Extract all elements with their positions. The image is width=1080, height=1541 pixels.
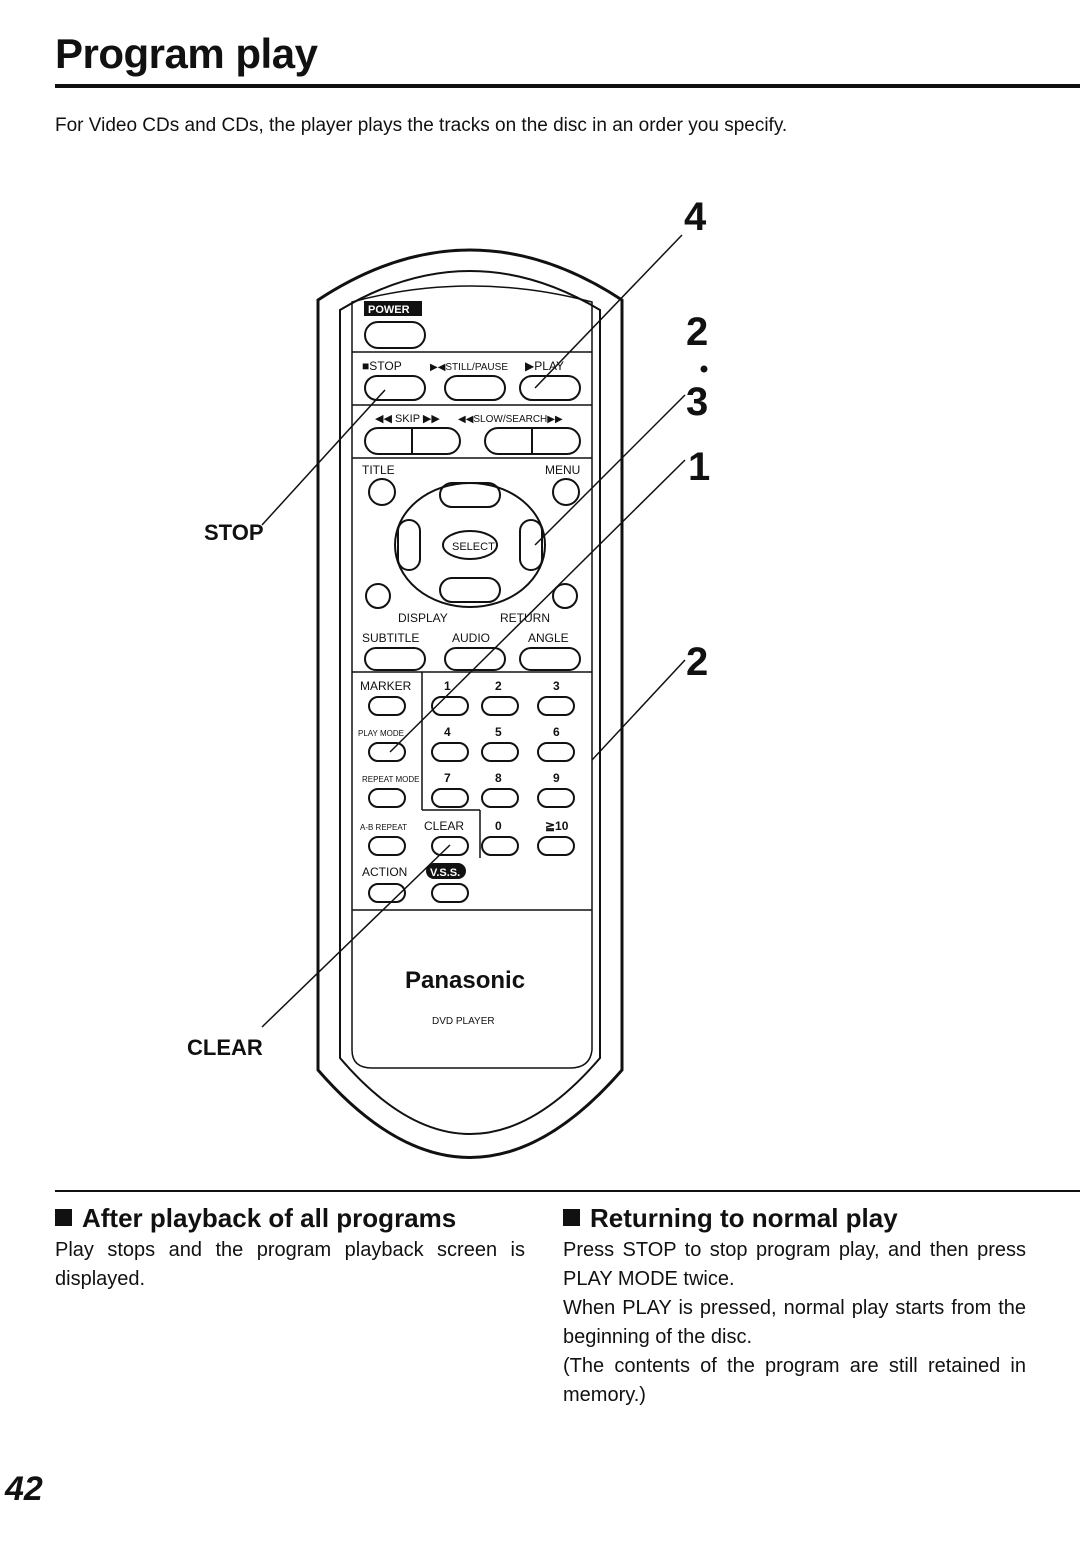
angle-button [519, 647, 581, 671]
step-label-2a: 2 [686, 310, 708, 354]
callout-clear: CLEAR [187, 1035, 263, 1060]
returning-p1: Press STOP to stop program play, and the… [563, 1239, 1026, 1290]
still-pause-label: ▶◀STILL/PAUSE [430, 362, 508, 373]
page-number: 42 [5, 1470, 43, 1508]
digit-4: 4 [444, 725, 451, 739]
remote-inner-outline [339, 270, 601, 1135]
digit-3: 3 [553, 679, 560, 693]
digit-2: 2 [495, 679, 502, 693]
bullet-square-icon [55, 1209, 72, 1226]
slow-search-label: ◀◀SLOW/SEARCH▶▶ [458, 414, 563, 425]
step-label-2b: 2 [686, 640, 708, 684]
subtitle-button [364, 647, 426, 671]
callout-line-clear [261, 844, 451, 1028]
still-pause-button [444, 375, 506, 401]
step-label-4: 4 [684, 195, 707, 239]
remote-control-figure: POWER ■STOP ▶◀STILL/PAUSE ▶PLAY ◀◀ SKIP … [187, 195, 710, 1159]
model-label: DVD PLAYER [432, 1016, 495, 1027]
vss-label: V.S.S. [430, 867, 460, 879]
digit-0: 0 [495, 819, 502, 833]
power-label: POWER [368, 304, 410, 316]
digit-8: 8 [495, 771, 502, 785]
display-label: DISPLAY [398, 611, 448, 625]
subtitle-label: SUBTITLE [362, 631, 419, 645]
callout-line-2 [591, 659, 686, 761]
after-heading: After playback of all programs [82, 1203, 457, 1233]
play-button [519, 375, 581, 401]
angle-label: ANGLE [528, 631, 569, 645]
section-after-playback: After playback of all programs Play stop… [55, 1200, 525, 1294]
display-button [365, 583, 391, 609]
down-button [439, 577, 501, 603]
remote-faceplate [351, 285, 593, 1069]
digit-6: 6 [553, 725, 560, 739]
section-rule [55, 1190, 1080, 1192]
title-label: TITLE [362, 463, 395, 477]
callout-line-3 [534, 394, 686, 546]
digit-5: 5 [495, 725, 502, 739]
select-label: SELECT [452, 541, 495, 553]
brand-logo: Panasonic [405, 967, 525, 994]
digit-1: 1 [444, 679, 451, 693]
remote-body-outline [316, 248, 624, 1159]
menu-button [552, 478, 580, 506]
callout-line-4 [534, 234, 683, 389]
stop-button [364, 375, 426, 401]
play-label: ▶PLAY [525, 359, 564, 373]
play-mode-label: PLAY MODE [358, 729, 404, 738]
callout-line-1 [389, 459, 686, 753]
callout-line-stop [261, 389, 386, 526]
returning-p3: (The contents of the program are still r… [563, 1355, 1026, 1406]
returning-p2: When PLAY is pressed, normal play starts… [563, 1297, 1026, 1348]
title-button [368, 478, 396, 506]
returning-heading: Returning to normal play [590, 1203, 898, 1233]
clear-label: CLEAR [424, 819, 464, 833]
stop-label: ■STOP [362, 359, 402, 373]
power-button [364, 321, 426, 349]
skip-label: ◀◀ SKIP ▶▶ [375, 413, 440, 425]
bullet-square-icon [563, 1209, 580, 1226]
callout-stop: STOP [204, 520, 264, 545]
select-button [442, 530, 498, 560]
repeat-mode-label: REPEAT MODE [362, 775, 420, 784]
section-returning: Returning to normal play Press STOP to s… [563, 1200, 1026, 1410]
title-rule [55, 84, 1080, 88]
return-button [552, 583, 578, 609]
page-title: Program play [55, 30, 318, 77]
intro-text: For Video CDs and CDs, the player plays … [55, 115, 788, 136]
step-label-3: 3 [686, 380, 708, 424]
step-label-1: 1 [688, 445, 710, 489]
digit-9: 9 [553, 771, 560, 785]
audio-button [444, 647, 506, 671]
left-button [397, 519, 421, 571]
ten-plus-label: ≧10 [545, 819, 569, 833]
menu-label: MENU [545, 463, 580, 477]
ab-repeat-label: A-B REPEAT [360, 823, 407, 832]
after-body: Play stops and the program playback scre… [55, 1239, 525, 1290]
digit-7: 7 [444, 771, 451, 785]
action-label: ACTION [362, 865, 407, 879]
up-button [439, 482, 501, 508]
right-button [519, 519, 543, 571]
marker-label: MARKER [360, 679, 412, 693]
audio-label: AUDIO [452, 631, 490, 645]
